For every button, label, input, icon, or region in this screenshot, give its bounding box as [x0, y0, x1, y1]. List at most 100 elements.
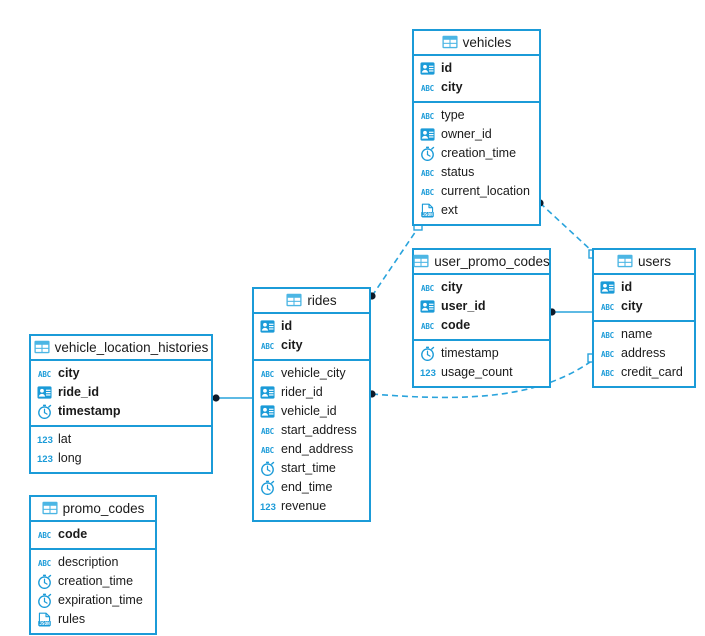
field-row[interactable]: creation_time [31, 572, 155, 591]
abc-text-icon: ABC [421, 188, 434, 197]
abc-text-icon: ABC [421, 112, 434, 121]
field-row[interactable]: timestamp [31, 402, 211, 421]
abc-text-icon: ABC [421, 169, 434, 178]
field-row[interactable]: start_time [254, 459, 369, 478]
table-header[interactable]: vehicles [414, 31, 539, 56]
table-header[interactable]: promo_codes [31, 497, 155, 522]
field-name: city [281, 338, 303, 353]
field-row[interactable]: owner_id [414, 125, 539, 144]
relationship-line-vehicles-to-users[interactable] [539, 202, 595, 254]
field-name: usage_count [441, 365, 513, 380]
field-row[interactable]: ABC city [414, 78, 539, 97]
field-name: timestamp [58, 404, 121, 419]
id-card-icon [420, 127, 435, 142]
table-header[interactable]: user_promo_codes [413, 250, 550, 275]
123-number-icon: 123 [260, 502, 276, 513]
field-name: city [621, 299, 643, 314]
field-name: ride_id [58, 385, 99, 400]
relationship-source-dot [212, 394, 220, 402]
clock-icon [420, 146, 435, 161]
svg-text:JSON: JSON [39, 621, 50, 627]
table-name: vehicle_location_histories [54, 340, 209, 355]
field-row[interactable]: id [594, 278, 694, 297]
field-row[interactable]: timestamp [414, 344, 549, 363]
field-name: rider_id [281, 385, 323, 400]
field-name: ext [441, 203, 458, 218]
123-number-icon: 123 [37, 435, 53, 446]
field-name: credit_card [621, 365, 683, 380]
field-name: creation_time [441, 146, 517, 161]
id-card-icon [420, 299, 435, 314]
abc-text-icon: ABC [421, 84, 434, 93]
field-row[interactable]: ride_id [31, 383, 211, 402]
field-row[interactable]: user_id [414, 297, 549, 316]
field-row[interactable]: end_time [254, 478, 369, 497]
field-row[interactable]: id [254, 317, 369, 336]
field-name: expiration_time [58, 593, 143, 608]
field-row[interactable]: id [414, 59, 539, 78]
svg-text:JSON: JSON [422, 212, 433, 218]
field-name: start_address [281, 423, 357, 438]
field-name: address [621, 346, 666, 361]
field-name: lat [58, 432, 72, 447]
clock-icon [420, 346, 435, 361]
field-name: vehicle_city [281, 366, 346, 381]
field-name: code [441, 318, 471, 333]
id-card-icon [260, 319, 275, 334]
field-name: id [621, 280, 633, 295]
field-row[interactable]: creation_time [414, 144, 539, 163]
field-name: city [441, 80, 463, 95]
field-row[interactable]: JSON ext [414, 201, 539, 220]
field-name: id [441, 61, 453, 76]
id-card-icon [260, 404, 275, 419]
table-header[interactable]: vehicle_location_histories [31, 336, 211, 361]
table-grid-icon [413, 254, 429, 269]
table-name: users [637, 254, 671, 269]
field-row[interactable]: vehicle_id [254, 402, 369, 421]
table-header[interactable]: rides [254, 289, 369, 314]
id-card-icon [600, 280, 615, 295]
table-header[interactable]: users [594, 250, 694, 275]
abc-text-icon: ABC [38, 559, 51, 568]
json-document-icon: JSON [37, 612, 52, 627]
abc-text-icon: ABC [261, 427, 274, 436]
field-name: long [58, 451, 82, 466]
field-row[interactable]: 123 lat [31, 430, 211, 449]
field-row[interactable]: ABC start_address [254, 421, 369, 440]
table-name: vehicles [462, 35, 512, 50]
field-row[interactable]: rider_id [254, 383, 369, 402]
field-row[interactable]: expiration_time [31, 591, 155, 610]
